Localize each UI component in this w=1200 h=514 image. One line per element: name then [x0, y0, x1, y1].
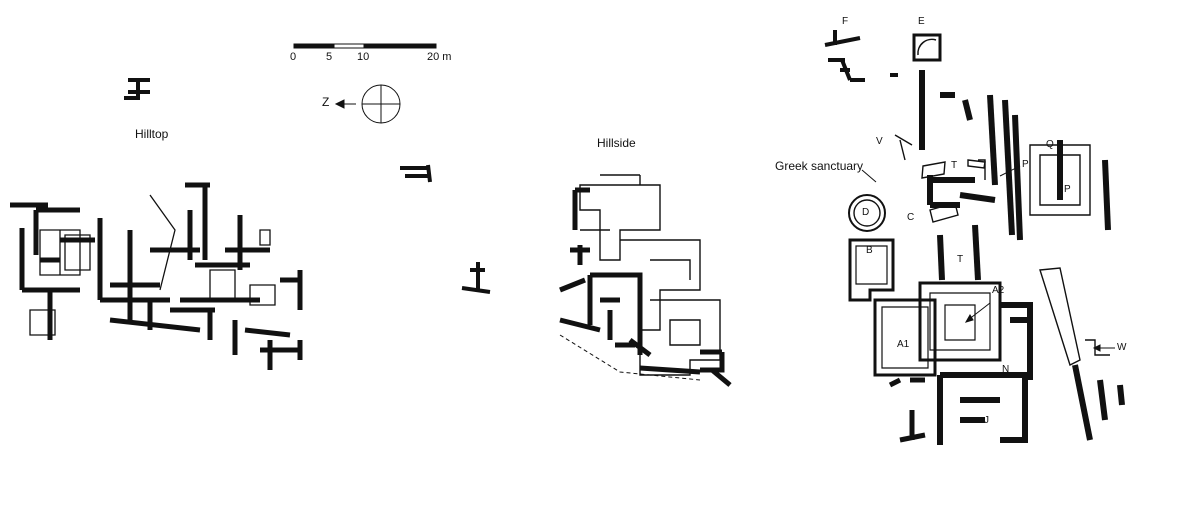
- area-label-hilltop: Hilltop: [135, 127, 169, 141]
- structure-label-t1: T: [951, 160, 958, 171]
- structure-label-c: C: [907, 212, 915, 223]
- structure-label-j: J: [984, 415, 989, 426]
- scale-tick-20m: 20 m: [427, 51, 452, 63]
- structure-label-d: D: [862, 207, 870, 218]
- structure-label-q: Q: [1046, 139, 1054, 150]
- structure-label-p2: P: [1064, 184, 1071, 195]
- a2-pointer: [964, 302, 991, 323]
- structure-label-e: E: [918, 16, 925, 27]
- scale-bar: [293, 43, 437, 49]
- structure-label-w: W: [1117, 342, 1127, 353]
- structure-label-t2: T: [957, 254, 964, 265]
- north-arrow-label: Z: [322, 95, 330, 109]
- structure-label-a1: A1: [897, 339, 910, 350]
- p-leader: [999, 165, 1021, 177]
- scale-tick-10: 10: [357, 51, 370, 63]
- structure-label-a2: A2: [992, 285, 1005, 296]
- hillside-plan: [559, 174, 732, 387]
- structure-label-b: B: [866, 245, 873, 256]
- area-label-greek-sanctuary: Greek sanctuary: [775, 159, 864, 173]
- compass-icon: [334, 84, 401, 124]
- scattered-fragments: [400, 164, 491, 294]
- scale-tick-5: 5: [326, 51, 333, 63]
- hilltop-plan: [10, 78, 303, 370]
- greek-sanctuary-leader: [861, 169, 877, 183]
- structure-label-v: V: [876, 136, 883, 147]
- w-pointer: [1092, 344, 1115, 352]
- area-label-hillside: Hillside: [597, 136, 636, 150]
- sanctuary-plan: [824, 30, 1125, 445]
- structure-label-p1: P: [1022, 159, 1029, 170]
- structure-label-n: N: [1002, 364, 1010, 375]
- structure-label-f: F: [842, 16, 849, 27]
- scale-tick-0: 0: [290, 51, 297, 63]
